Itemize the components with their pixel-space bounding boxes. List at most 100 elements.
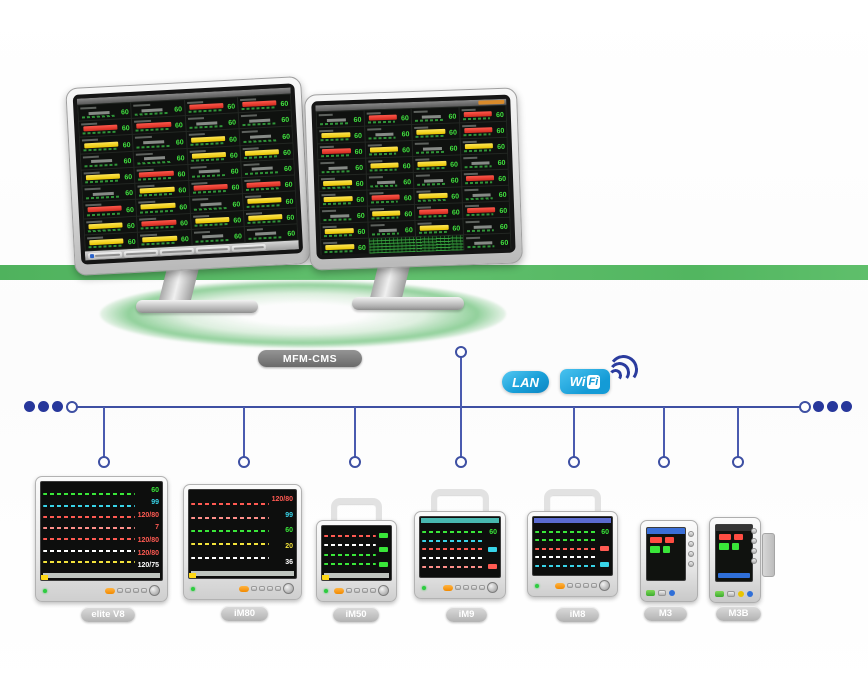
waveform	[43, 515, 135, 518]
patient-tile: 60	[412, 139, 460, 156]
ecg-wave	[88, 244, 122, 249]
patient-tile: 60	[239, 126, 293, 145]
tile-hr-value: 60	[284, 181, 293, 190]
parameter-block	[379, 547, 388, 553]
device-label-im9: iM9	[446, 607, 487, 622]
mfm-cms-badge: MFM-CMS	[258, 350, 362, 367]
device-screen	[715, 524, 753, 582]
waveform	[422, 566, 485, 569]
tile-hr-value: 60	[180, 236, 190, 244]
device-body: 60	[414, 511, 506, 599]
patient-tile: 60	[460, 137, 508, 155]
green-value-block	[719, 543, 729, 550]
tile-text	[198, 169, 220, 174]
patient-tile: 60	[317, 126, 365, 144]
tile-bed-label	[322, 209, 337, 213]
tile-hr-value: 60	[125, 206, 135, 214]
waveform	[324, 544, 376, 547]
tile-bed-label	[413, 110, 429, 113]
ecg-wave	[194, 222, 228, 227]
parameter-value: 20	[285, 543, 293, 551]
ecg-wave	[369, 184, 398, 188]
ecg-wave	[466, 229, 494, 233]
patient-tile: 60	[415, 219, 463, 236]
taskbar-button	[159, 247, 195, 256]
device-label-im80: iM80	[221, 606, 268, 621]
patient-tile: 60	[414, 187, 462, 204]
device-screen	[646, 527, 686, 581]
tile-hr-value: 60	[497, 159, 506, 168]
tile-hr-value: 60	[450, 177, 459, 185]
waveform	[43, 560, 135, 563]
tile-bed-label	[240, 114, 258, 118]
red-value-block	[719, 534, 731, 540]
parameter-values	[379, 528, 389, 572]
alarm-button	[334, 587, 344, 594]
parameter-values: 60	[488, 524, 498, 575]
patient-tile: 60	[191, 226, 245, 245]
network-dot	[52, 401, 63, 412]
yellow-alarm-bar	[369, 162, 399, 169]
function-button	[251, 586, 257, 591]
rotary-knob	[487, 582, 498, 593]
tile-bed-label	[320, 161, 335, 165]
tile-text	[251, 167, 273, 172]
tile-hr-value: 60	[357, 228, 366, 236]
waveform	[191, 556, 269, 559]
patient-tile: 60	[243, 207, 297, 226]
monitor-right-base	[352, 297, 464, 310]
yellow-alarm-bar	[418, 192, 448, 199]
red-alarm-bar	[371, 194, 400, 201]
tile-hr-value: 60	[228, 119, 237, 128]
device-label-im50: iM50	[333, 607, 379, 622]
tile-hr-value: 60	[499, 207, 508, 216]
yellow-alarm-bar	[325, 244, 354, 251]
patient-tile: 60	[412, 123, 460, 141]
red-value-block	[665, 537, 674, 543]
network-node-ring	[799, 401, 811, 413]
tile-text	[201, 234, 223, 239]
tile-text	[422, 146, 442, 151]
patient-tile: 60	[317, 142, 365, 160]
tile-hr-value: 60	[285, 198, 294, 206]
waveform-area	[191, 492, 272, 570]
tile-hr-value: 60	[401, 131, 410, 139]
parameter-value: 99	[285, 511, 293, 519]
tile-hr-value: 60	[233, 217, 242, 225]
tile-bed-label	[465, 220, 480, 224]
tile-hr-value: 60	[402, 147, 411, 155]
device-m3b	[709, 517, 775, 608]
patient-tile: 60	[137, 213, 191, 232]
tile-bed-label	[133, 103, 150, 107]
patient-tile: 60	[364, 125, 412, 142]
tile-bed-label	[241, 130, 258, 134]
patient-tile: 60	[240, 143, 294, 162]
power-led	[535, 583, 539, 588]
title-accent	[478, 99, 505, 105]
tile-text	[472, 192, 491, 197]
yellow-alarm-bar	[324, 228, 354, 235]
parameter-value: 60	[489, 529, 497, 536]
control-panel	[532, 579, 613, 592]
ecg-wave	[462, 117, 490, 121]
tile-hr-value: 60	[355, 180, 364, 189]
ecg-wave	[367, 120, 396, 124]
screen-header-bar	[534, 518, 611, 523]
ecg-wave	[191, 174, 225, 178]
alarm-button	[239, 585, 249, 592]
ecg-wave	[87, 228, 122, 233]
yellow-alarm-bar	[464, 143, 493, 150]
tile-text	[376, 180, 396, 184]
tile-text	[473, 224, 492, 229]
tile-hr-value: 60	[231, 184, 240, 193]
drop-line-center-im9	[460, 352, 462, 457]
parameter-block	[600, 545, 609, 551]
